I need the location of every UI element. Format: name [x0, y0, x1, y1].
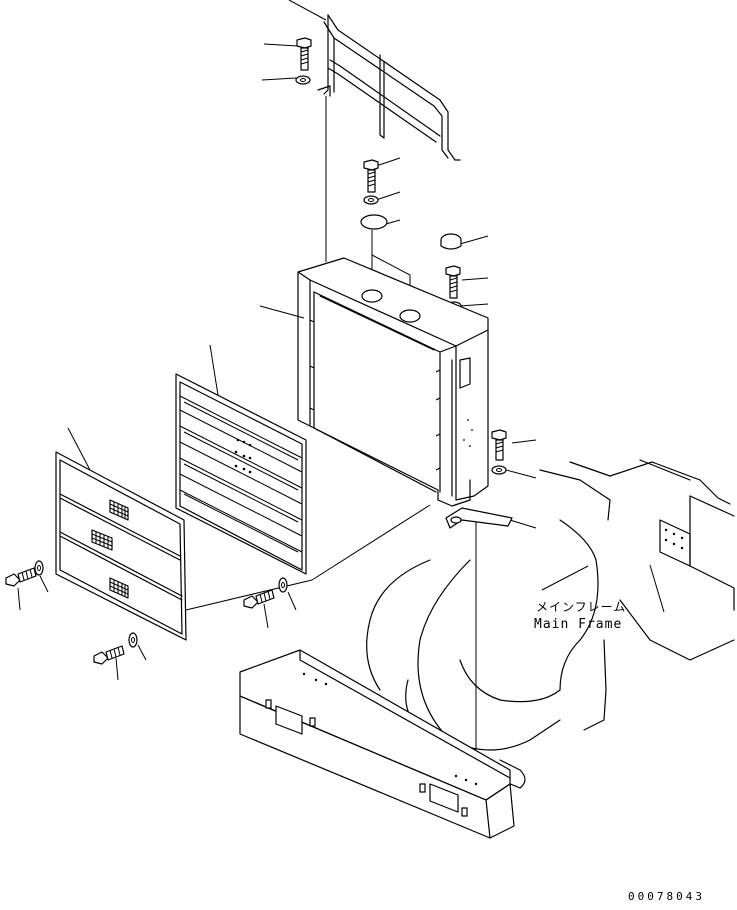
cap-plate — [360, 214, 388, 230]
leader-lines — [17, 0, 665, 681]
handrail — [317, 14, 461, 161]
mesh-patch — [109, 577, 129, 599]
washer-bottom-left — [128, 632, 138, 648]
bolt-lower-left — [5, 567, 37, 587]
main-frame-label-jp: メインフレーム — [536, 600, 627, 614]
bolt-right-upper — [445, 265, 461, 299]
radiator-frame — [297, 257, 489, 507]
rubber-plug — [440, 233, 462, 250]
mesh-patch — [109, 499, 129, 521]
main-frame-label-en: Main Frame — [534, 617, 623, 632]
washer-lower-mid — [278, 577, 288, 593]
bolt-lower-mid — [243, 589, 275, 609]
front-mesh-panel — [55, 451, 187, 641]
washer-top-left — [295, 75, 311, 85]
bolt-right-lower — [491, 429, 507, 461]
assembly-lines — [185, 96, 477, 770]
main-frame — [366, 459, 735, 789]
bolt-top-mid — [363, 159, 379, 193]
front-crossbeam — [239, 649, 515, 839]
mesh-patch — [91, 529, 113, 551]
bolt-bottom-left — [93, 645, 125, 665]
washer-right-lower — [491, 465, 507, 475]
bolt-top-left — [296, 37, 312, 71]
washer-top-mid — [363, 195, 379, 205]
washer-lower-left — [34, 560, 44, 576]
louver-grille — [175, 373, 307, 575]
bracket-pin — [445, 507, 513, 529]
drawing-code: 00078043 — [628, 890, 705, 903]
